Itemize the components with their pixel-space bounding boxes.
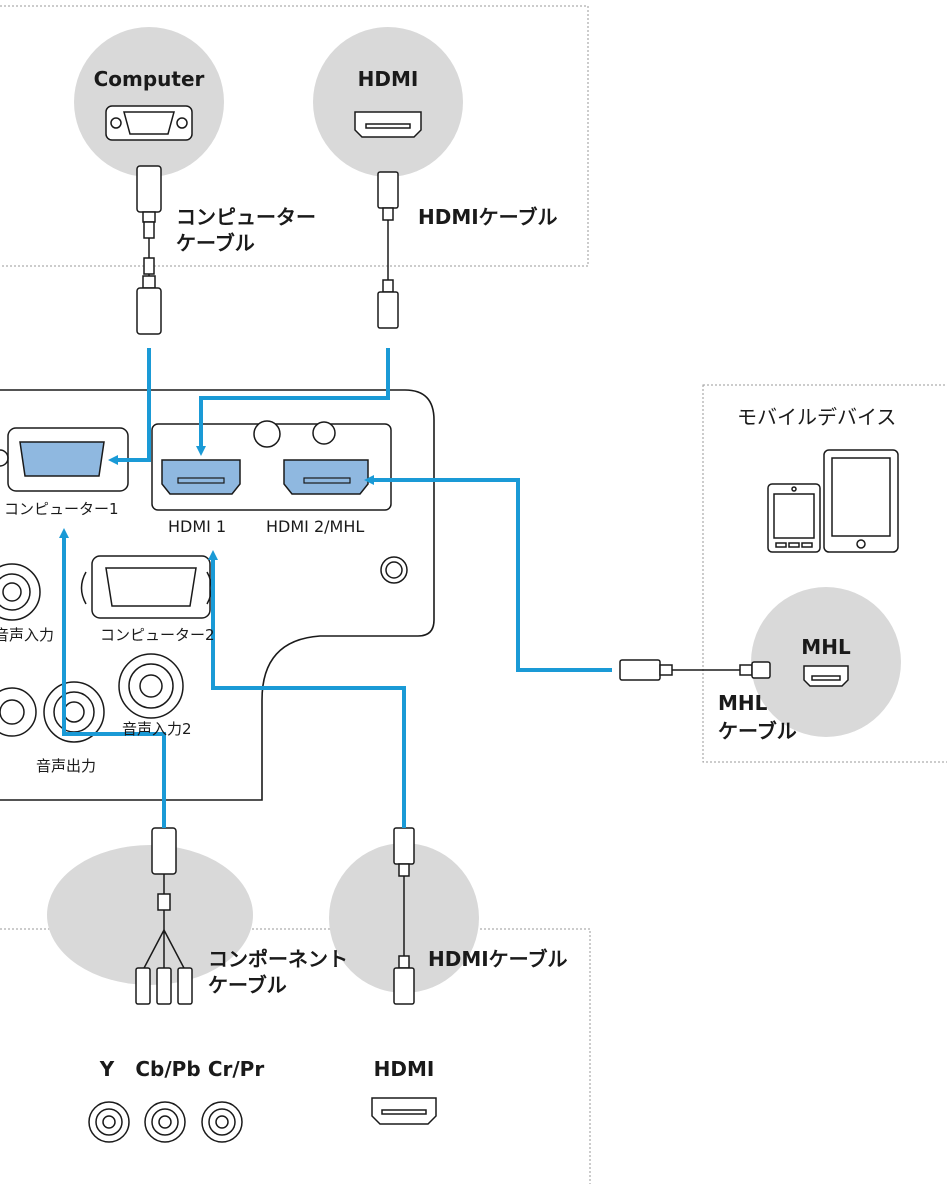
- hdmi-bottom-source-label: HDMI: [374, 1057, 435, 1081]
- mobile-group-box: [702, 384, 947, 763]
- port-label-computer2: コンピューター2: [100, 626, 215, 644]
- port-label-computer1: コンピューター1: [4, 500, 119, 518]
- y-label: Y: [99, 1057, 115, 1081]
- top-group-box: [0, 5, 589, 267]
- jack-small-1: [253, 420, 281, 448]
- port-label-hdmi1: HDMI 1: [168, 517, 226, 536]
- computer-source-label: Computer: [94, 67, 205, 91]
- arrow-mhl-to-hdmi2: [364, 475, 612, 672]
- computer2-port: [80, 555, 213, 619]
- hdmi-top-cable-illustration: [377, 171, 399, 329]
- arrow-computer-to-computer1: [108, 348, 151, 465]
- hdmi-connector-icon-bottom: [371, 1097, 437, 1125]
- hdmi-top-source-circle: [313, 27, 463, 177]
- smartphone-icon: [767, 483, 821, 553]
- hdmi-bottom-cable-illustration: [393, 827, 415, 1005]
- mhl-cable-illustration: [619, 659, 771, 681]
- hdmi-connector-icon: [354, 111, 422, 138]
- vga-connector-icon: [105, 105, 193, 141]
- hdmi2-port: [283, 459, 369, 495]
- computer1-port: [0, 427, 129, 492]
- computer-cable-label-2: ケーブル: [176, 231, 255, 255]
- computer-source-circle: [74, 27, 224, 177]
- port-label-audio-in: 音声入力: [0, 626, 54, 644]
- component-cable-illustration: [135, 827, 193, 1005]
- arrow-hdmi-to-hdmi1: [196, 348, 390, 456]
- mhl-cable-label-2: ケーブル: [718, 719, 797, 743]
- component-cable-label-2: ケーブル: [208, 973, 287, 997]
- crpr-label: Cr/Pr: [208, 1057, 265, 1081]
- port-label-audio-in2: 音声入力2: [122, 720, 192, 738]
- hdmi-top-source-label: HDMI: [358, 67, 419, 91]
- cbpb-label: Cb/Pb: [135, 1057, 200, 1081]
- arrow-hdmi-to-hdmi1-bottom: [208, 550, 406, 828]
- hdmi-cable-top-label: HDMIケーブル: [418, 205, 557, 229]
- mhl-source-circle: [751, 587, 901, 737]
- mobile-title: モバイルデバイス: [737, 405, 896, 429]
- component-source-ellipse: [47, 845, 253, 985]
- component-cable-label-1: コンポーネント: [208, 947, 348, 971]
- computer-cable-label-1: コンピューター: [176, 205, 316, 229]
- hdmi1-port: [161, 459, 241, 495]
- mhl-cable-label-1: MHL: [718, 691, 768, 715]
- mhl-source-label: MHL: [801, 635, 851, 659]
- arrow-component-to-computer1: [59, 528, 166, 828]
- jack-small-2: [312, 421, 336, 445]
- port-label-hdmi2-mhl: HDMI 2/MHL: [266, 517, 364, 536]
- rca-jack-icons: [88, 1101, 243, 1143]
- tablet-icon: [823, 449, 899, 553]
- mhl-connector-icon: [803, 665, 849, 687]
- port-label-audio-out: 音声出力: [36, 757, 96, 775]
- hdmi-cable-bottom-label: HDMIケーブル: [428, 947, 567, 971]
- computer-cable-illustration: [136, 165, 162, 335]
